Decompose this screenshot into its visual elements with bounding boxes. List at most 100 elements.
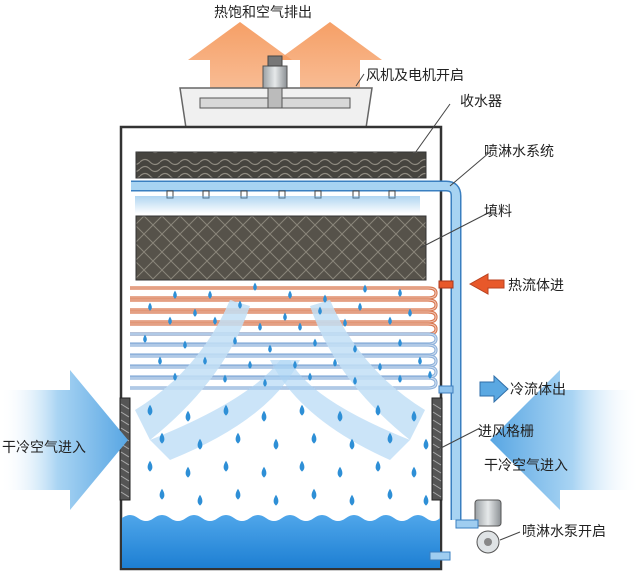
water-drop-icon — [197, 438, 203, 450]
water-drop-icon — [147, 460, 153, 472]
water-drops — [143, 282, 432, 506]
water-drop-icon — [273, 438, 279, 450]
label-drift-eliminator: 收水器 — [460, 94, 502, 110]
louver-slat — [120, 475, 130, 482]
cold-fluid-outlet-stub — [438, 385, 454, 394]
water-drop-icon — [148, 302, 152, 311]
water-drop-icon — [318, 306, 322, 315]
hot-fluid-inlet-stub — [438, 280, 454, 289]
louver-slat — [120, 483, 130, 490]
water-drop-icon — [235, 488, 241, 500]
water-drop-icon — [423, 494, 429, 506]
water-drop-icon — [311, 432, 317, 444]
label-dry-cold-air-right: 干冷空气进入 — [484, 458, 568, 474]
leader-lines — [355, 73, 521, 541]
louver-slat — [432, 491, 442, 498]
water-drop-icon — [197, 494, 203, 506]
water-drop-icon — [343, 318, 347, 327]
louver-slat — [120, 451, 130, 458]
spray-pump — [429, 499, 502, 561]
water-drop-icon — [358, 302, 362, 311]
spray-system — [131, 180, 462, 520]
louver-slat — [432, 459, 442, 466]
water-drop-icon — [299, 460, 305, 472]
water-drop-icon — [388, 316, 392, 325]
fill-media — [135, 215, 427, 281]
louver-slat — [120, 467, 130, 474]
coil-highlight — [130, 299, 437, 311]
water-drop-icon — [273, 494, 279, 506]
water-drop-icon — [173, 290, 177, 299]
water-drop-icon — [311, 488, 317, 500]
label-spray-system: 喷淋水系统 — [484, 144, 554, 160]
water-drop-icon — [258, 322, 262, 331]
water-drop-icon — [298, 322, 302, 331]
water-drop-icon — [193, 308, 197, 317]
water-drop-icon — [299, 404, 305, 416]
water-drop-icon — [349, 494, 355, 506]
louver-slat — [432, 411, 442, 418]
label-dry-cold-air-left: 干冷空气进入 — [2, 440, 86, 456]
louver-slat — [120, 491, 130, 498]
water-drop-icon — [263, 378, 267, 387]
water-drop-icon — [168, 316, 172, 325]
water-drop-icon — [337, 410, 343, 422]
water-drop-icon — [223, 374, 227, 383]
fan-motor-icon — [262, 65, 288, 89]
water-drop-icon — [313, 338, 317, 347]
water-drop-icon — [261, 466, 267, 478]
louver-slat — [120, 427, 130, 434]
water-drop-icon — [378, 362, 382, 371]
heat-exchange-coil — [130, 286, 438, 390]
water-drop-icon — [183, 340, 187, 349]
water-drop-icon — [185, 410, 191, 422]
water-drop-icon — [233, 336, 237, 345]
water-drop-icon — [261, 410, 267, 422]
water-drop-icon — [428, 370, 432, 379]
water-drop-icon — [238, 300, 242, 309]
water-drop-icon — [349, 438, 355, 450]
louver-slat — [120, 459, 130, 466]
water-drop-icon — [248, 360, 252, 369]
hot-fluid-in-arrow — [468, 273, 505, 295]
water-drop-icon — [353, 344, 357, 353]
water-drop-icon — [268, 344, 272, 353]
water-drop-icon — [363, 284, 367, 293]
water-drop-icon — [411, 410, 417, 422]
water-drop-icon — [208, 290, 212, 299]
label-spray-pump: 喷淋水泵开启 — [522, 524, 606, 540]
water-drop-icon — [158, 356, 162, 365]
water-drop-icon — [147, 404, 153, 416]
water-drop-icon — [408, 308, 412, 317]
louver-slat — [432, 403, 442, 410]
louver-slat — [432, 483, 442, 490]
water-drop-icon — [308, 372, 312, 381]
louver-slat — [120, 411, 130, 418]
water-drop-icon — [353, 376, 357, 385]
louver-slat — [432, 419, 442, 426]
pump-motor-icon — [474, 499, 502, 527]
louver-slat — [432, 467, 442, 474]
louver-slat — [432, 475, 442, 482]
label-hot-fluid-in: 热流体进 — [508, 278, 564, 294]
water-drop-icon — [173, 372, 177, 381]
louver-slat — [432, 451, 442, 458]
water-drop-icon — [398, 374, 402, 383]
internal-airflow — [135, 300, 425, 460]
water-drop-icon — [398, 338, 402, 347]
water-drop-icon — [418, 356, 422, 365]
water-drop-icon — [387, 432, 393, 444]
louver-slat — [120, 403, 130, 410]
air-inlet-arrow-right — [490, 370, 640, 510]
fan-stack — [179, 55, 373, 129]
water-drop-icon — [333, 358, 337, 367]
water-drop-icon — [203, 356, 207, 365]
label-fan-motor: 风机及电机开启 — [366, 68, 464, 84]
water-drop-icon — [223, 404, 229, 416]
basin-water — [122, 515, 440, 568]
water-drop-icon — [159, 432, 165, 444]
louver-slat — [120, 419, 130, 426]
water-drop-icon — [411, 466, 417, 478]
water-drop-icon — [159, 488, 165, 500]
